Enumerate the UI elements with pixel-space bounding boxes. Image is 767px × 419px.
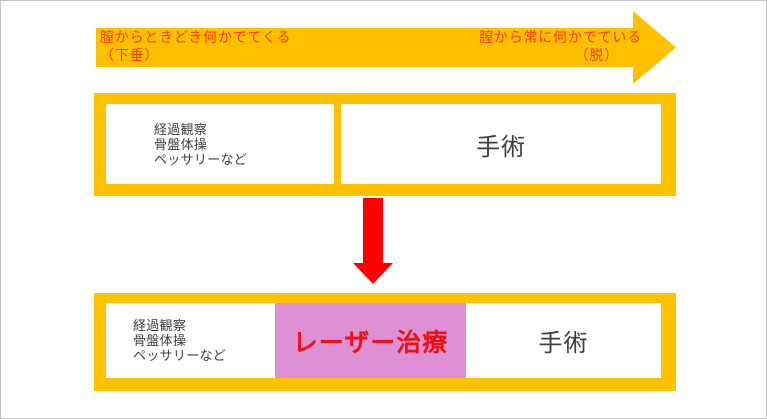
conservative-option: ペッサリーなど — [154, 151, 248, 167]
conservative-option: 経過観察 — [133, 318, 187, 333]
surgery-panel-before: 手術 — [341, 104, 661, 184]
conservative-panel-before: 経過観察 骨盤体操 ペッサリーなど — [106, 104, 334, 184]
axis-label-mild-line2: （下垂） — [100, 47, 160, 63]
axis-label-severe-line1: 膣から常に何かでている — [479, 29, 642, 45]
axis-label-severe-line2: （脱） — [574, 47, 619, 63]
conservative-option: 骨盤体操 — [154, 136, 208, 152]
conservative-option: 経過観察 — [154, 121, 208, 137]
surgery-panel-after: 手術 — [466, 303, 661, 378]
conservative-options-list: 経過観察 骨盤体操 ペッサリーなど — [106, 318, 226, 363]
conservative-option: 骨盤体操 — [133, 333, 187, 348]
axis-label-mild-line1: 膣からときどき何かでてくる — [100, 29, 292, 45]
laser-panel: レーザー治療 — [275, 303, 466, 378]
conservative-panel-after: 経過観察 骨盤体操 ペッサリーなど — [106, 303, 275, 378]
laser-treatment-label: レーザー治療 — [292, 328, 449, 357]
axis-label-mild: 膣からときどき何かでてくる （下垂） — [100, 28, 291, 64]
surgery-label: 手術 — [538, 330, 589, 357]
treatment-box-before: 経過観察 骨盤体操 ペッサリーなど 手術 — [94, 93, 676, 196]
conservative-options-list: 経過観察 骨盤体操 ペッサリーなど — [106, 122, 247, 167]
surgery-label: 手術 — [476, 133, 526, 161]
axis-label-severe: 膣から常に何かでている （脱） — [479, 28, 642, 64]
severity-axis-arrow-icon — [96, 11, 676, 84]
treatment-box-after: 経過観察 骨盤体操 ペッサリーなど レーザー治療 手術 — [94, 293, 676, 391]
conservative-option: ペッサリーなど — [133, 348, 227, 363]
down-arrow-icon — [353, 198, 393, 284]
